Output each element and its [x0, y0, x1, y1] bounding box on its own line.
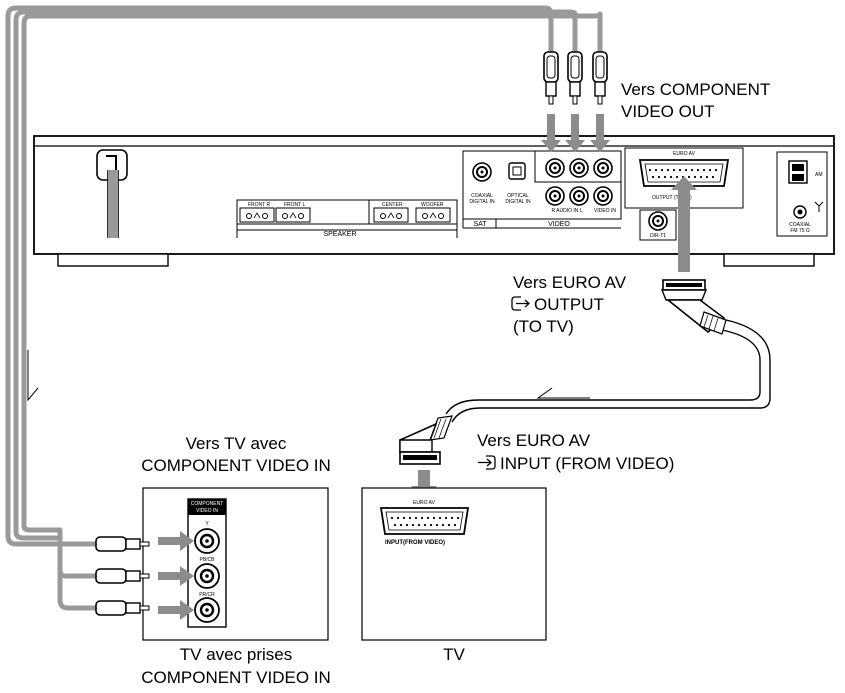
am-label: AM — [815, 172, 823, 178]
power-cord — [96, 149, 128, 238]
audio-in-label: R AUDIO IN L — [551, 208, 582, 214]
euro-av-label: EURO AV — [673, 151, 696, 157]
pr-label: PR/CR — [199, 592, 215, 598]
output-arrow-icon — [511, 296, 530, 311]
coaxial-digital-in-1: COAXIAL — [471, 193, 493, 199]
component-video-in-label-1: COMPONENT — [191, 501, 224, 507]
scart-pins — [648, 168, 718, 179]
bottom-insert-arrows — [158, 531, 194, 620]
scart-plug-receiver — [660, 279, 727, 335]
euro-in-label-2: INPUT (FROM VIDEO) — [500, 454, 674, 473]
antenna-section: AM COAXIAL FM 75 Ω — [776, 151, 828, 237]
tv-euro-panel: EURO AV INPUT(FROM VIDEO) — [361, 487, 547, 641]
front-l-label: FRONT L — [284, 202, 306, 208]
input-section: COAXIAL DIGITAL IN OPTICAL DIGITAL IN R … — [462, 150, 622, 229]
speaker-label: SPEAKER — [323, 231, 356, 238]
component-out-label-2: VIDEO OUT — [621, 102, 715, 121]
euro-out-label-1: Vers EURO AV — [513, 273, 627, 292]
woofer-label: WOOFER — [421, 202, 444, 208]
top-rca-plugs — [543, 51, 608, 105]
tv-euro-av-label: EURO AV — [413, 500, 436, 506]
tv-component-label-2: COMPONENT VIDEO IN — [141, 456, 331, 475]
receiver-unit: FRONT R FRONT L CENTER WOOFER SPEAKER CO… — [33, 135, 835, 267]
bottom-rca-plugs — [95, 536, 150, 616]
tv-label: TV — [443, 645, 465, 664]
component-out-label-1: Vers COMPONENT — [621, 80, 770, 99]
euro-out-panel-label: OUTPUT (TO TV) — [652, 195, 692, 201]
euro-out-up-arrow — [671, 176, 697, 272]
y-label: Y — [205, 521, 209, 527]
cable-direction-mark — [27, 350, 39, 402]
euro-in-label-1: Vers EURO AV — [477, 431, 591, 450]
top-insert-arrows — [541, 114, 610, 152]
coaxial-digital-in-2: DIGITAL IN — [469, 199, 495, 205]
component-video-in-label-2: VIDEO IN — [196, 508, 218, 514]
scart-plug-tv — [399, 415, 453, 465]
coaxial-fm-label-1: COAXIAL — [789, 222, 811, 228]
video-label: VIDEO — [548, 221, 570, 228]
tv-prises-label-2: COMPONENT VIDEO IN — [141, 668, 331, 687]
tv-component-panel: COMPONENT VIDEO IN Y PB/CB PR/CR — [142, 487, 329, 641]
tv-component-label-1: Vers TV avec — [186, 434, 287, 453]
tv-input-label: INPUT(FROM VIDEO) — [385, 540, 445, 546]
pb-label: PB/CB — [199, 557, 215, 563]
tv-prises-label-1: TV avec prises — [180, 645, 292, 664]
input-arrow-icon — [478, 455, 496, 470]
euro-out-label-2: OUTPUT — [534, 295, 604, 314]
scart-cable — [445, 319, 771, 423]
optical-digital-in-2: DIGITAL IN — [505, 199, 531, 205]
speaker-terminals: FRONT R FRONT L CENTER WOOFER SPEAKER — [236, 199, 458, 238]
signal-direction-arrow — [536, 387, 590, 399]
front-r-label: FRONT R — [248, 202, 271, 208]
component-cables — [5, 5, 603, 611]
dir-t1-label: DIR-T1 — [650, 233, 666, 239]
center-label: CENTER — [382, 202, 403, 208]
sat-label: SAT — [473, 221, 487, 228]
coaxial-fm-label-2: FM 75 Ω — [790, 228, 810, 234]
video-in-label: VIDEO IN — [594, 208, 616, 214]
optical-digital-in-1: OPTICAL — [507, 193, 529, 199]
euro-out-label-3: (TO TV) — [513, 317, 574, 336]
